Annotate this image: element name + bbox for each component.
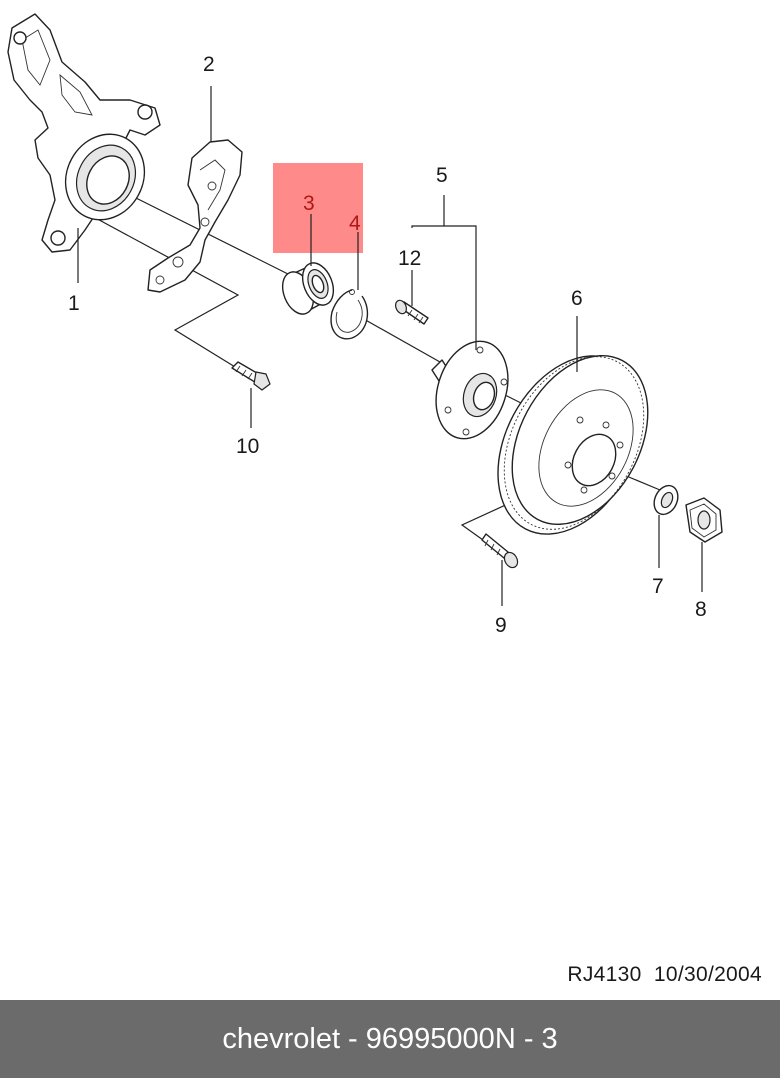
- drawing-code: RJ4130: [567, 963, 642, 986]
- steering-knuckle-icon: [7, 13, 161, 253]
- callout-10: 10: [236, 435, 259, 458]
- bolt-icon-10: [231, 361, 271, 391]
- washer-icon: [653, 484, 679, 516]
- footer-brand: chevrolet: [222, 1022, 340, 1055]
- footer-bar: chevrolet - 96995000 N - 3: [0, 1000, 780, 1078]
- callout-8: 8: [695, 598, 707, 621]
- brake-disc-icon: [497, 354, 649, 535]
- callout-6: 6: [571, 287, 583, 310]
- callout-4: 4: [349, 212, 361, 235]
- callout-5: 5: [436, 164, 448, 187]
- drawing-reference: RJ4130 10/30/2004: [567, 963, 762, 987]
- highlight-box-part-3: [273, 163, 363, 253]
- wheel-stud-icon: [394, 299, 429, 325]
- snap-ring-icon: [330, 289, 369, 340]
- dust-shield-icon: [147, 139, 243, 293]
- callout-12: 12: [398, 247, 421, 270]
- footer-position: N - 3: [494, 1022, 558, 1055]
- bolt-icon-9: [481, 533, 519, 569]
- hex-nut-icon: [685, 497, 723, 543]
- callout-1: 1: [68, 292, 80, 315]
- callout-9: 9: [495, 614, 507, 637]
- callout-labels: 1 2 3 4 5 6 7 8 9 10 12: [68, 53, 707, 637]
- callout-2: 2: [203, 53, 215, 76]
- wheel-bearing-icon: [281, 262, 335, 315]
- callout-7: 7: [652, 575, 664, 598]
- wheel-hub-icon: [431, 340, 509, 440]
- footer-part-number: 96995000: [365, 1022, 495, 1055]
- exploded-parts-diagram: 1 2 3 4 5 6 7 8 9 10 12: [7, 13, 723, 637]
- drawing-date: 10/30/2004: [653, 963, 762, 986]
- callout-3: 3: [303, 192, 315, 215]
